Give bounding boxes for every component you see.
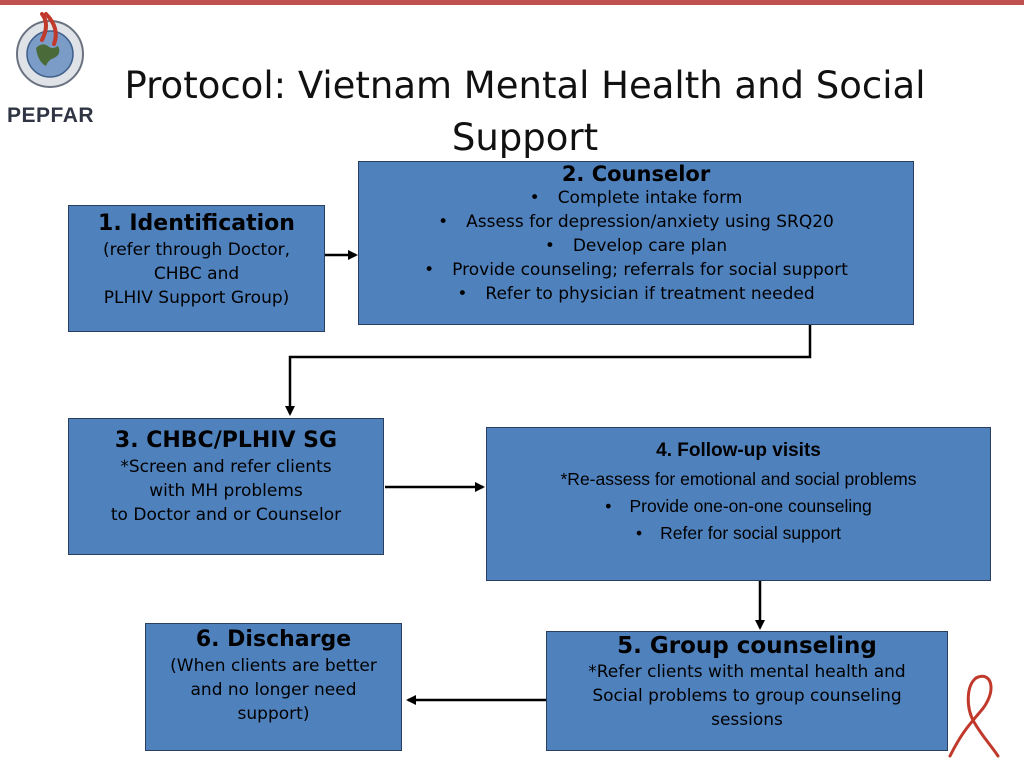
box-follow-up-heading: 4. Follow-up visits [656, 440, 821, 461]
box-group-line-3: sessions [711, 710, 783, 730]
box-follow-up-line: *Re-assess for emotional and social prob… [560, 469, 917, 489]
box-discharge: 6. Discharge (When clients are better an… [145, 623, 402, 751]
top-accent-bar [0, 0, 1024, 5]
box-follow-up-item: Provide one-on-one counseling [487, 493, 990, 520]
box-counselor-item: Complete intake form [359, 186, 913, 210]
box-group-line-2: Social problems to group counseling [592, 686, 902, 706]
box-chbc-line-3: to Doctor and or Counselor [110, 505, 342, 525]
logo-label: PEPFAR [7, 104, 95, 127]
box-identification: 1. Identification (refer through Doctor,… [68, 205, 325, 332]
box-follow-up-item: Refer for social support [487, 520, 990, 547]
box-group-line-1: *Refer clients with mental health and [588, 662, 906, 682]
box-identification-line-2: CHBC and [153, 264, 240, 284]
box-counselor-item: Provide counseling; referrals for social… [359, 258, 913, 282]
red-ribbon-icon [948, 674, 1000, 758]
box-identification-heading: 1. Identification [98, 211, 295, 236]
globe-seal-icon [16, 12, 84, 88]
title-line-1: Protocol: Vietnam Mental Health and Soci… [124, 64, 926, 107]
box-chbc-line-1: *Screen and refer clients [120, 457, 332, 477]
box-discharge-line-2: and no longer need [190, 680, 357, 700]
box-follow-up: 4. Follow-up visits *Re-assess for emoti… [486, 427, 991, 581]
box-counselor-item: Assess for depression/anxiety using SRQ2… [359, 210, 913, 234]
box-counselor-heading: 2. Counselor [561, 162, 711, 186]
box-counselor: 2. Counselor Complete intake form Assess… [358, 161, 914, 325]
box-group-heading: 5. Group counseling [617, 633, 877, 659]
arrow-2-to-3 [285, 325, 812, 416]
pepfar-logo: PEPFAR [4, 8, 104, 127]
box-identification-line-1: (refer through Doctor, [102, 240, 291, 260]
box-identification-line-3: PLHIV Support Group) [103, 288, 290, 308]
box-group-counseling: 5. Group counseling *Refer clients with … [546, 631, 948, 751]
box-chbc-plhiv: 3. CHBC/PLHIV SG *Screen and refer clien… [68, 418, 384, 555]
title-line-2: Support [451, 116, 599, 159]
box-discharge-line-1: (When clients are better [170, 656, 377, 676]
box-counselor-item: Develop care plan [359, 234, 913, 258]
box-counselor-list: Complete intake form Assess for depressi… [359, 186, 913, 306]
box-counselor-item: Refer to physician if treatment needed [359, 282, 913, 306]
box-follow-up-list: Provide one-on-one counseling Refer for … [487, 493, 990, 547]
box-chbc-line-2: with MH problems [149, 481, 303, 501]
box-discharge-heading: 6. Discharge [195, 627, 352, 652]
page-title: Protocol: Vietnam Mental Health and Soci… [90, 60, 960, 164]
box-chbc-heading: 3. CHBC/PLHIV SG [114, 428, 338, 453]
box-discharge-line-3: support) [237, 704, 310, 724]
